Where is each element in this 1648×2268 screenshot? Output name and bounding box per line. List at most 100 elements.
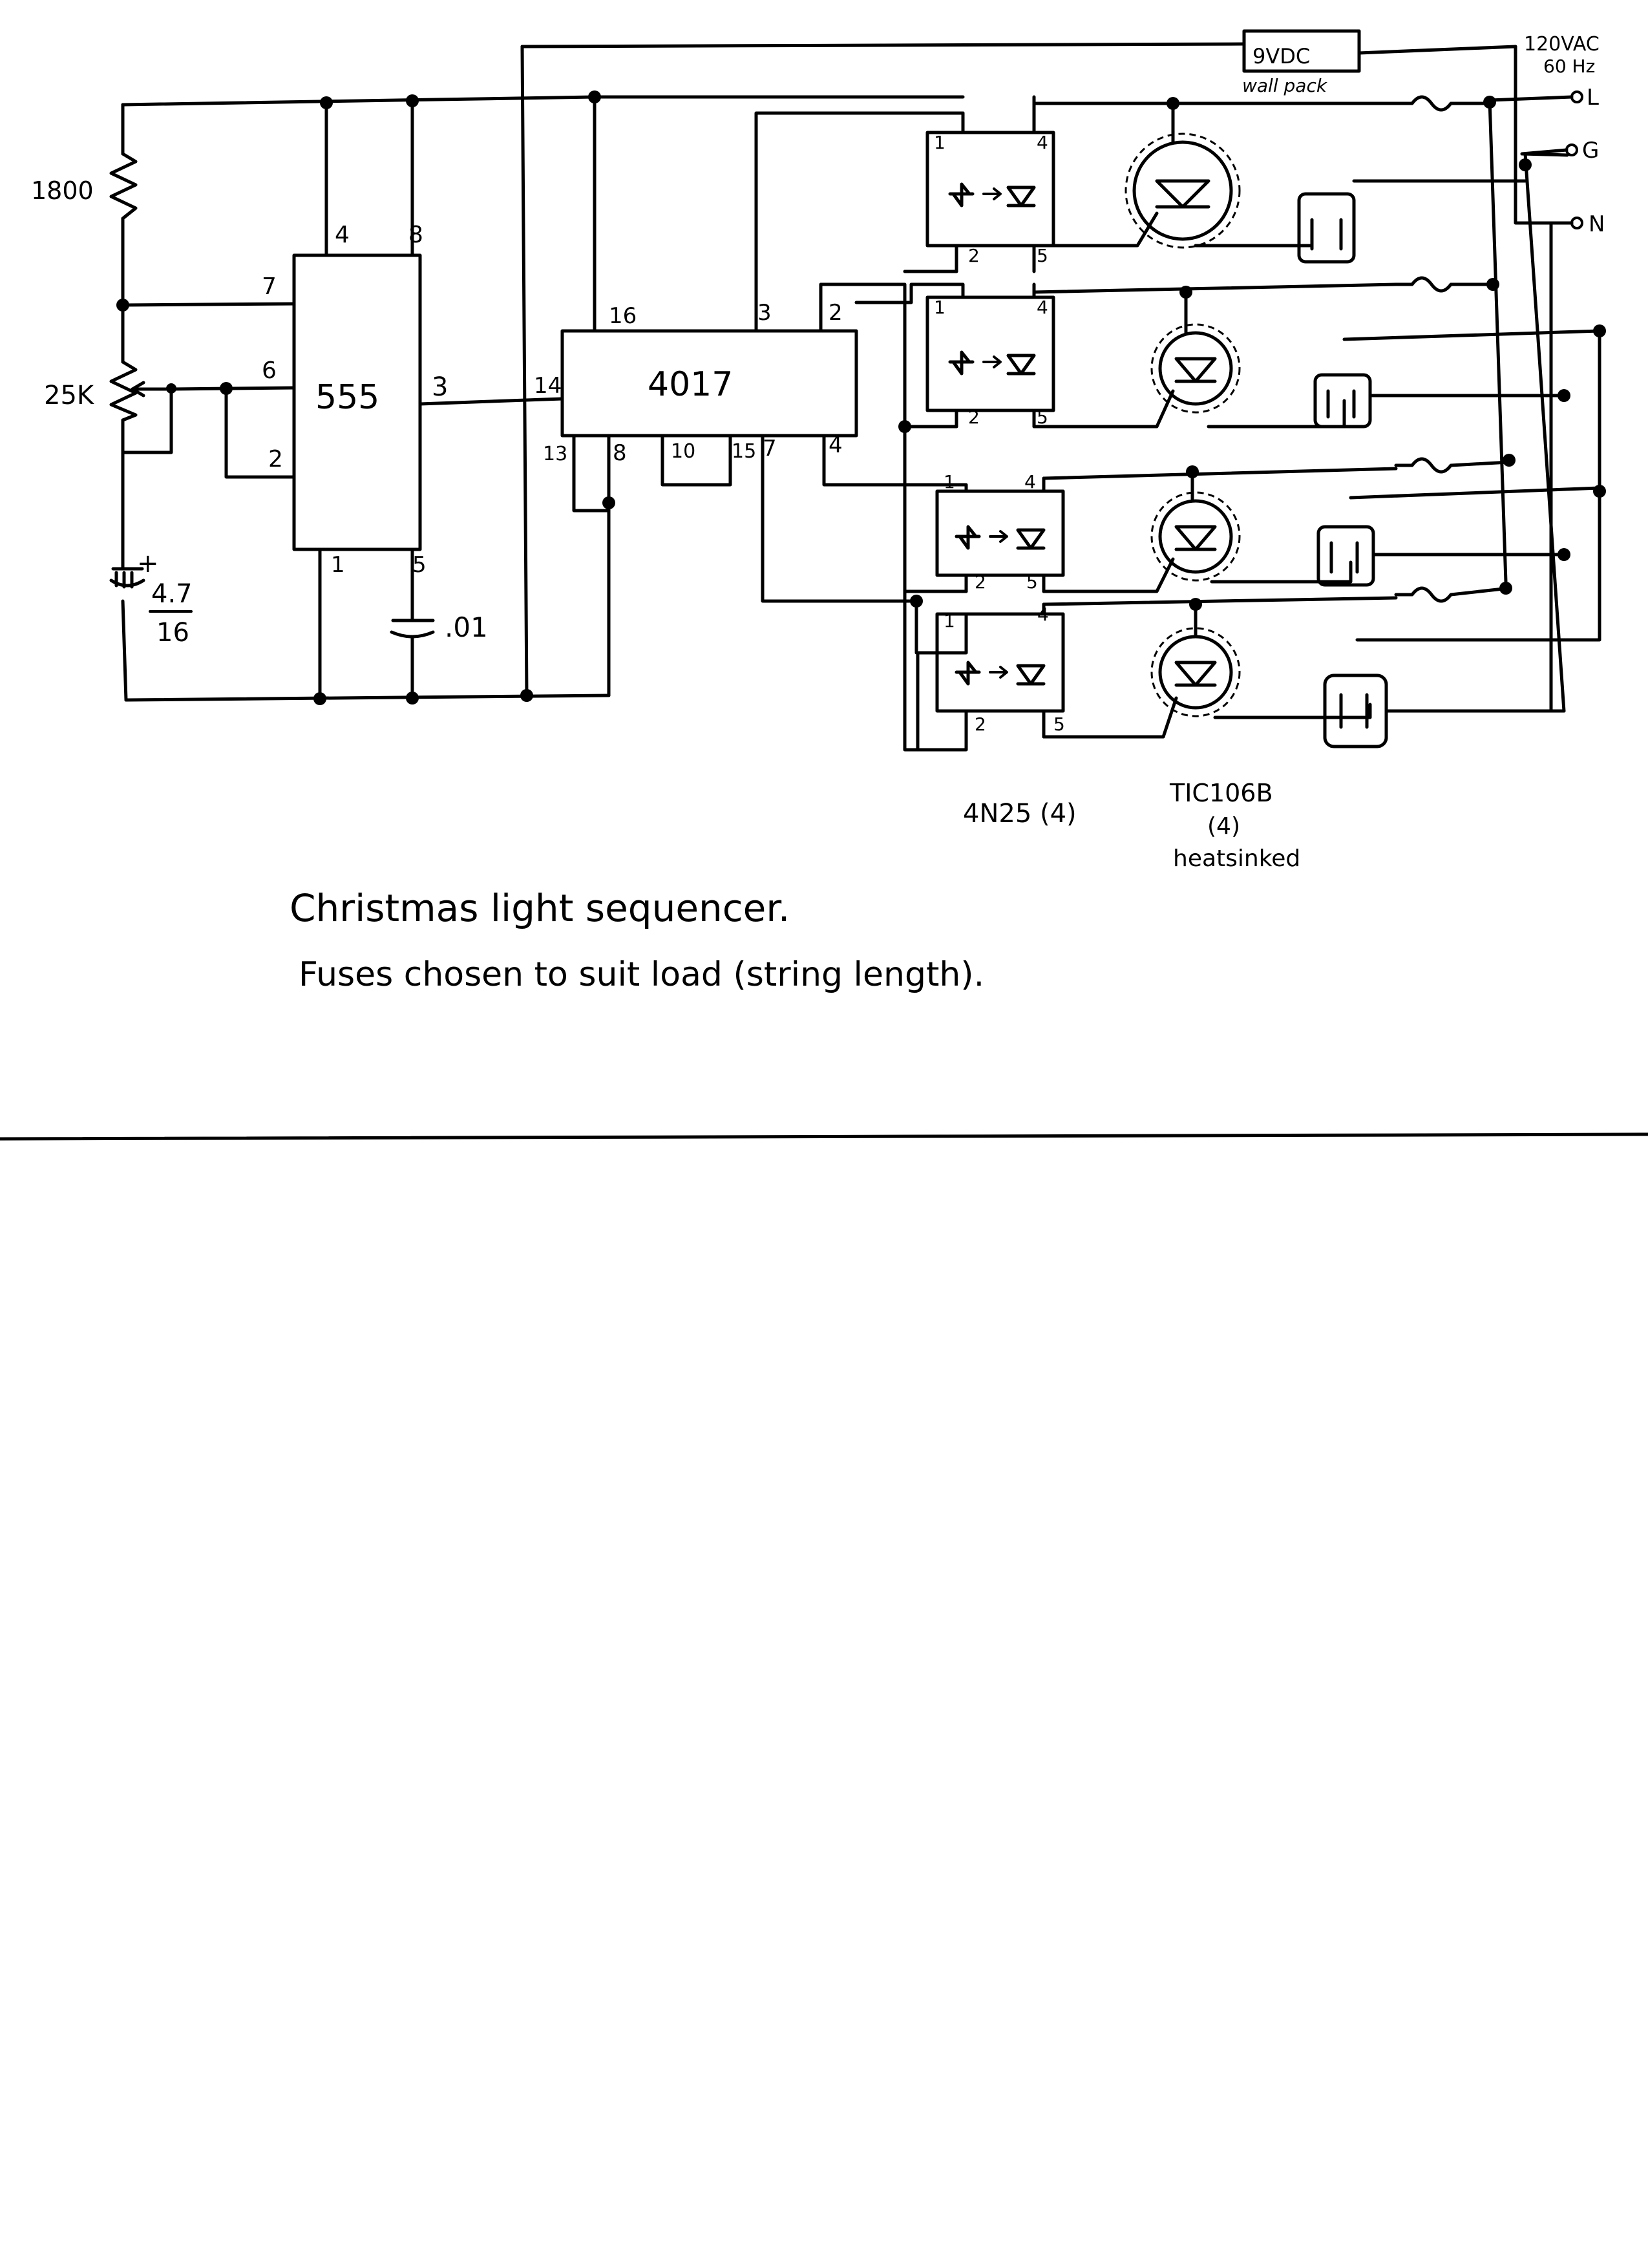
triac-heatsink-label: heatsinked <box>1173 845 1300 872</box>
ic-555-pin-3: 3 <box>432 372 448 402</box>
ic-555-pin-1: 1 <box>331 552 345 578</box>
junction-dot <box>116 299 129 312</box>
junction-dot <box>220 382 233 395</box>
outlet-3 <box>1316 525 1375 587</box>
junction-dot <box>520 689 533 702</box>
triac-quantity-label: (4) <box>1207 813 1240 840</box>
ic-4017-pin-4: 4 <box>829 432 843 458</box>
junction-dot <box>320 96 333 109</box>
output-channel-2: 1 4 2 5 <box>854 276 1606 429</box>
opto-2-pin-4: 4 <box>1037 297 1048 318</box>
resistor-1800 <box>109 152 138 220</box>
opto-1-pin-5: 5 <box>1037 245 1048 266</box>
opto-2-pin-1: 1 <box>934 297 945 318</box>
junction-dot <box>1519 158 1532 171</box>
terminal-l-label: L <box>1587 85 1599 111</box>
opto-4-pin-1: 1 <box>944 610 955 631</box>
potentiometer-25k <box>109 360 138 422</box>
junction-dot <box>1189 598 1202 611</box>
ic-555-label: 555 <box>315 378 379 417</box>
timer-555-section: 1800 25K + 4.7 16 .01 555 4 8 7 6 2 3 1 … <box>31 94 611 705</box>
ic-4017-pin-13: 13 <box>543 443 567 465</box>
ic-4017-pin-14: 14 <box>534 373 562 399</box>
capacitor-polarity-label: + <box>137 549 159 578</box>
optocoupler-2-body <box>925 295 1055 412</box>
junction-dot <box>1483 96 1496 109</box>
junction-dot <box>1499 582 1512 595</box>
junction-dot <box>1179 286 1192 299</box>
optocoupler-4-body <box>935 612 1065 713</box>
potentiometer-25k-label: 25K <box>44 381 95 410</box>
ic-555-pin-8: 8 <box>408 222 423 248</box>
optocoupler-part-label: 4N25 (4) <box>963 799 1077 829</box>
capacitor-4-7-value-label: 4.7 <box>151 579 193 609</box>
ic-555-pin-2: 2 <box>268 446 283 472</box>
junction-dot <box>1486 278 1499 291</box>
optocoupler-3-body <box>935 489 1065 577</box>
junction-dot <box>602 496 615 509</box>
terminal-n-label: N <box>1589 211 1605 237</box>
opto-3-pin-1: 1 <box>944 471 955 493</box>
junction-dot <box>406 692 419 705</box>
wall-pack-note-label: wall pack <box>1242 75 1328 96</box>
power-supply-section: 9VDC wall pack 120VAC 60 Hz L G N <box>1242 29 1605 713</box>
junction-dot <box>910 595 923 608</box>
output-channel-1: 1 4 2 5 <box>925 95 1532 273</box>
capacitor-4-7-voltage-label: 16 <box>156 618 189 648</box>
ic-555-pin-7: 7 <box>262 273 277 300</box>
counter-4017-section: 4017 16 3 2 14 13 8 10 15 7 4 <box>520 42 1246 702</box>
ic-4017-pin-2: 2 <box>829 300 843 326</box>
ic-4017-body <box>560 329 858 438</box>
ic-4017-pin-16: 16 <box>609 303 637 329</box>
triac-4 <box>1158 635 1233 710</box>
ic-4017-pin-8: 8 <box>613 440 627 466</box>
junction-dot <box>406 94 419 107</box>
opto-2-pin-5: 5 <box>1037 407 1048 428</box>
opto-4-pin-2: 2 <box>975 714 986 735</box>
terminal-g-label: G <box>1582 138 1599 164</box>
junction-dot <box>1167 97 1179 110</box>
opto-3-pin-5: 5 <box>1026 571 1038 593</box>
ic-4017-pin-10: 10 <box>671 440 695 463</box>
opto-1-pin-4: 4 <box>1037 132 1048 153</box>
outlet-4 <box>1323 673 1388 748</box>
outlet-2 <box>1313 373 1372 429</box>
triac-1 <box>1132 140 1233 241</box>
capacitor-0-01-label: .01 <box>445 611 488 643</box>
ic-4017-label: 4017 <box>648 365 733 404</box>
ic-4017-pin-7: 7 <box>763 436 777 461</box>
wall-pack-9vdc <box>1242 29 1361 73</box>
junction-dot <box>1558 548 1570 561</box>
ic-4017-pin-15: 15 <box>732 440 756 463</box>
ic-555-pin-5: 5 <box>412 552 427 578</box>
note-title: Christmas light sequencer. <box>290 886 790 930</box>
triac-part-label: TIC106B <box>1169 779 1273 807</box>
optocoupler-1-body <box>925 131 1055 248</box>
opto-3-pin-2: 2 <box>975 571 986 593</box>
ic-555-pin-4: 4 <box>335 222 350 248</box>
note-fuses: Fuses chosen to suit load (string length… <box>299 955 984 994</box>
output-channel-4: 1 4 2 5 <box>898 270 1601 752</box>
capacitor-4-7uf <box>109 567 145 589</box>
opto-3-pin-4: 4 <box>1024 471 1036 493</box>
opto-2-pin-2: 2 <box>968 407 980 428</box>
junction-dot <box>166 383 176 394</box>
junction-dot <box>1186 465 1199 478</box>
capacitor-0-01uf <box>390 619 435 639</box>
triac-2 <box>1158 331 1233 406</box>
triac-3 <box>1158 499 1233 574</box>
resistor-1800-label: 1800 <box>31 176 94 205</box>
page-divider-line <box>0 1132 1648 1141</box>
ic-4017-pin-3: 3 <box>757 300 772 326</box>
opto-4-pin-5: 5 <box>1053 714 1065 735</box>
output-channel-3: 1 4 2 5 <box>935 454 1606 593</box>
mains-frequency-label: 60 Hz <box>1543 56 1595 77</box>
opto-4-pin-4: 4 <box>1037 604 1049 625</box>
opto-1-pin-1: 1 <box>934 132 945 153</box>
junction-dot <box>1558 389 1570 402</box>
mains-voltage-label: 120VAC <box>1524 33 1600 56</box>
junction-dot <box>313 692 326 705</box>
opto-1-pin-2: 2 <box>968 245 980 266</box>
ic-555-pin-6: 6 <box>262 357 277 384</box>
